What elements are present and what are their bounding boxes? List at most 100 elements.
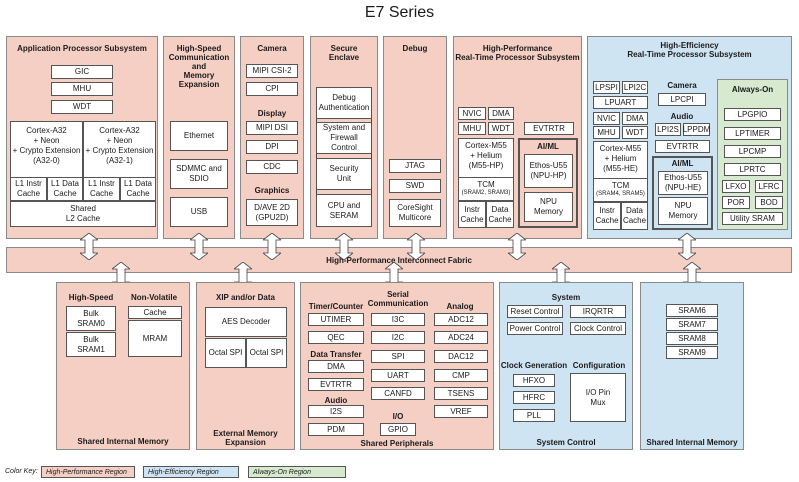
mhu-block: MHU (51, 82, 113, 96)
mipi-dsi-block: MIPI DSI (246, 121, 298, 135)
pll-block: PLL (513, 409, 555, 422)
l2-cache: Shared L2 Cache (10, 201, 156, 227)
cpu-seram-block: CPU and SERAM (316, 194, 372, 227)
hp-nvic-block: NVIC (458, 107, 486, 120)
mipi-csi2-block: MIPI CSI-2 (246, 64, 298, 78)
l1-instr-cache-1: L1 Instr Cache (83, 177, 120, 201)
cortex-m55-he-label: Cortex-M55 + Helium (M55-HE) (599, 144, 642, 173)
hp-mhu-block: MHU (458, 122, 486, 135)
he-camera-title: Camera (667, 81, 697, 90)
hp-evtrtr-block: EVTRTR (524, 122, 574, 135)
hs-title: High-Speed Communication and Memory Expa… (168, 44, 230, 89)
cortex-a32-1-label: Cortex-A32 + Neon + Crypto Extension (A3… (85, 126, 154, 165)
adc24-block: ADC24 (434, 331, 488, 344)
application-processor-subsystem: Application Processor Subsystem GIC MHU … (6, 36, 158, 239)
sp-footer: Shared Peripherals (360, 439, 434, 448)
sim-hs-title: High-Speed (68, 293, 114, 302)
key-always-on: Always-On Region (248, 466, 346, 478)
key-high-performance: High-Performance Region (41, 466, 135, 478)
clock-control-block: Clock Control (570, 322, 626, 335)
lpuart-block: LPUART (593, 96, 648, 109)
l1-data-cache-0: L1 Data Cache (47, 177, 83, 201)
high-efficiency-rt-subsystem: High-Efficiency Real-Time Processor Subs… (587, 36, 792, 239)
coresight-block: CoreSight Multicore (389, 199, 441, 227)
he-title: High-Efficiency Real-Time Processor Subs… (627, 41, 752, 59)
xip-title: XIP and/or Data (216, 293, 275, 302)
he-wdt-block: WDT (622, 126, 648, 139)
power-control-block: Power Control (507, 322, 563, 335)
timer-counter-title: Timer/Counter (308, 302, 364, 311)
hp-tcm-block: TCM (SRAM2, SRAM3) (458, 177, 514, 201)
page-title: E7 Series (364, 4, 435, 21)
sp-evtrtr-block: EVTRTR (308, 378, 364, 391)
debug-authentication-block: Debug Authentication (316, 87, 372, 119)
sim-nv-title: Non-Volatile (130, 293, 178, 302)
arrow-app (80, 233, 98, 260)
arrow-sec (335, 233, 353, 260)
arrow-hs (190, 233, 208, 260)
debug-region: Debug JTAG SWD CoreSight Multicore (383, 36, 447, 239)
ethos-u55-hp-block: Ethos-U55 (NPU-HP) (524, 154, 573, 188)
shared-internal-memory-he: SRAM6 SRAM7 SRAM8 SRAM9 Shared Internal … (640, 282, 744, 450)
sp-audio-title: Audio (324, 396, 348, 405)
hfxo-block: HFXO (513, 374, 555, 387)
utimer-block: UTIMER (308, 313, 364, 326)
gpu2d-block: D/AVE 2D (GPU2D) (246, 199, 298, 226)
swd-block: SWD (389, 179, 441, 193)
cortex-a32-0-label: Cortex-A32 + Neon + Crypto Extension (A3… (12, 126, 81, 165)
xip-region: XIP and/or Data AES Decoder Octal SPI Oc… (196, 282, 295, 450)
arrow-he (678, 233, 696, 260)
he-npu-memory-block: NPU Memory (658, 197, 708, 225)
he-tcm-label: TCM (611, 181, 630, 190)
sram7-block: SRAM7 (666, 318, 718, 331)
secure-enclave-region: Secure Enclave Debug Authentication Syst… (310, 36, 378, 239)
octal-spi-2-block: Octal SPI (246, 338, 287, 368)
lfxo-block: LFXO (722, 180, 750, 193)
cortex-a32-1: Cortex-A32 + Neon + Crypto Extension (A3… (83, 121, 156, 177)
he-mhu-block: MHU (593, 126, 620, 139)
hp-data-cache: Data Cache (486, 201, 514, 228)
sys-footer: System Control (536, 438, 596, 447)
hfrc-block: HFRC (513, 391, 555, 404)
bulk-sram0-block: Bulk SRAM0 (66, 306, 116, 331)
hp-aiml-title: AI/ML (537, 142, 559, 151)
he-instr-cache: Instr Cache (593, 202, 621, 230)
i3c-block: I3C (371, 313, 425, 326)
app-title: Application Processor Subsystem (17, 44, 147, 53)
he-tcm-block: TCM (SRAM4, SRAM5) (593, 178, 648, 202)
usb-block: USB (170, 197, 228, 227)
data-transfer-title: Data Transfer (310, 350, 362, 359)
he-dma-block: DMA (622, 112, 648, 125)
pdm-block: PDM (308, 423, 364, 436)
cpi-block: CPI (246, 82, 298, 96)
hp-tcm-sub: (SRAM2, SRAM3) (461, 190, 511, 196)
he-evtrtr-block: EVTRTR (655, 140, 710, 153)
sdmmc-block: SDMMC and SDIO (170, 159, 228, 189)
lpi2c-block: LPI2C (622, 81, 648, 94)
wdt-block: WDT (51, 100, 113, 114)
ethos-u55-he-block: Ethos-U55 (NPU-HE) (658, 171, 708, 195)
cmp-block: CMP (434, 369, 488, 382)
camera-display-region: Camera MIPI CSI-2 CPI Display MIPI DSI D… (240, 36, 304, 239)
dac12-block: DAC12 (434, 350, 488, 363)
io-title: I/O (392, 412, 404, 421)
sram6-block: SRAM6 (666, 304, 718, 317)
cdc-block: CDC (246, 160, 298, 174)
lprtc-block: LPRTC (724, 163, 781, 176)
l1-instr-cache-0: L1 Instr Cache (10, 177, 47, 201)
camera-title: Camera (257, 44, 287, 53)
sim-footer: Shared Internal Memory (77, 437, 169, 446)
analog-title: Analog (446, 302, 474, 311)
vref-block: VREF (434, 405, 488, 418)
adc12-block: ADC12 (434, 313, 488, 326)
hp-tcm-label: TCM (477, 180, 495, 189)
key-high-efficiency: High-Efficiency Region (143, 466, 239, 478)
graphics-title: Graphics (254, 186, 290, 195)
arrow-dbg (407, 233, 425, 260)
gic-block: GIC (51, 65, 113, 79)
hp-dma-block: DMA (488, 107, 514, 120)
dpi-block: DPI (246, 140, 298, 154)
color-key-label: Color Key: (5, 468, 38, 475)
sram9-block: SRAM9 (666, 346, 718, 359)
jtag-block: JTAG (389, 159, 441, 173)
